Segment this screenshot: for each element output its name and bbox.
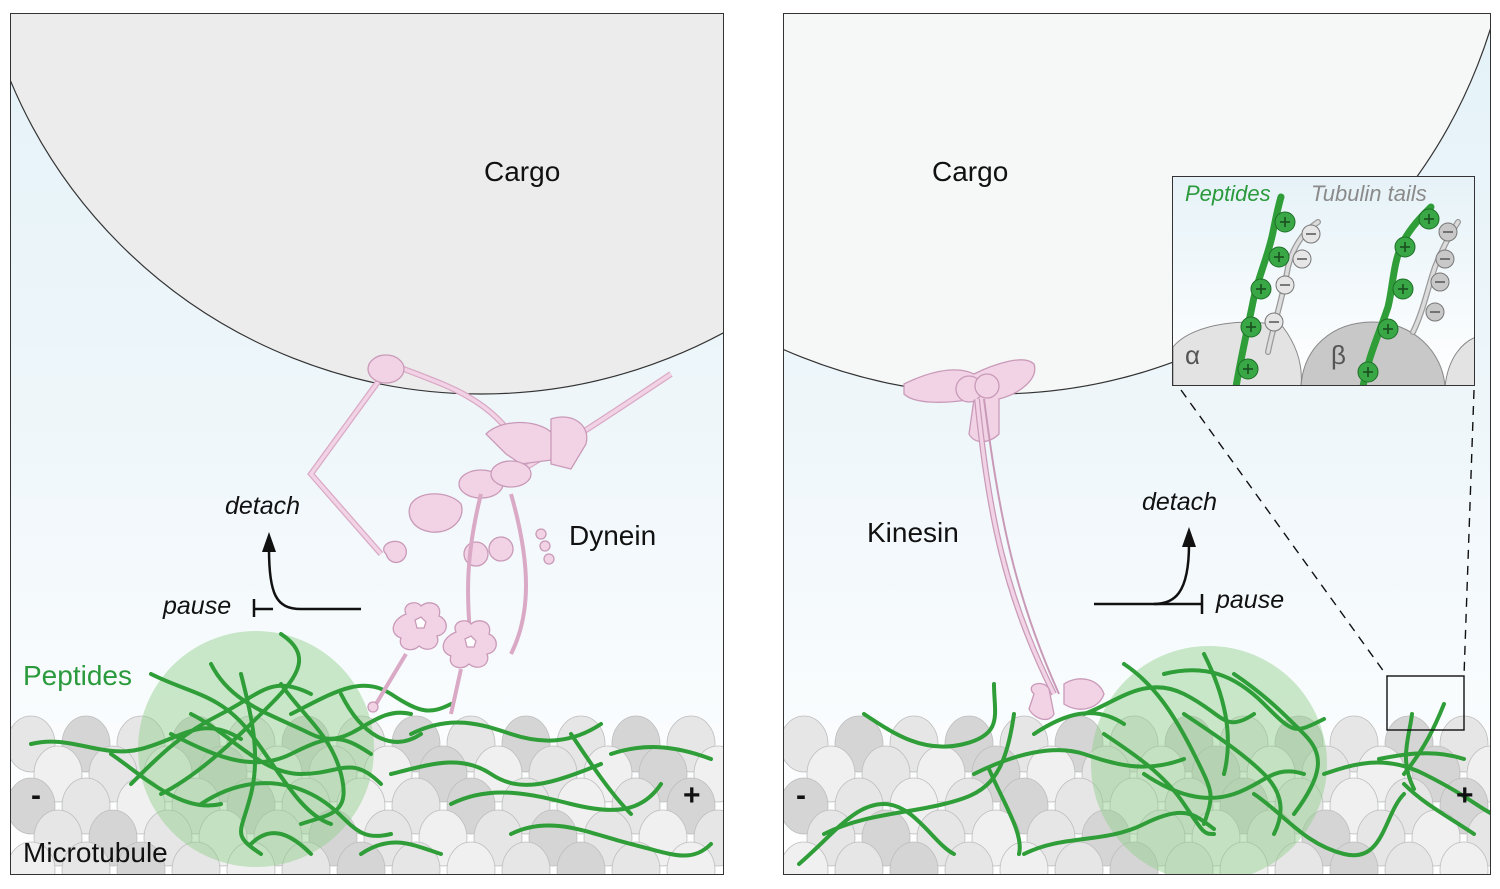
dynein-illustration	[11, 14, 723, 874]
inset-peptides-label: Peptides	[1185, 181, 1271, 206]
microtubule-label: Microtubule	[23, 837, 168, 868]
tubulin-tail-inset: Peptides Tubulin tails α β	[1172, 176, 1475, 386]
minus-end-marker: -	[796, 779, 806, 812]
positive-charge-icons	[1237, 208, 1440, 383]
pause-label: pause	[163, 592, 232, 620]
detach-pause-arrows	[252, 532, 361, 617]
cargo-label: Cargo	[484, 156, 561, 187]
pause-label: pause	[1216, 586, 1285, 614]
minus-end-marker: -	[31, 779, 41, 812]
plus-end-marker: +	[683, 779, 701, 812]
inset-tubulin-tails-label: Tubulin tails	[1311, 181, 1427, 206]
kinesin-label: Kinesin	[867, 517, 959, 548]
cargo-label: Cargo	[932, 156, 1009, 187]
kinesin-panel: Cargo Kinesin detach pause - +	[783, 13, 1491, 875]
microtubule-lattice	[784, 715, 1490, 874]
inset-illustration	[1173, 193, 1474, 385]
dynein-panel: Cargo Dynein detach pause Peptides Micro…	[10, 13, 724, 875]
detach-pause-arrows	[1094, 527, 1204, 614]
plus-end-marker: +	[1456, 779, 1474, 812]
kinesin-motor	[903, 359, 1105, 721]
zoom-region-indicator	[1180, 389, 1475, 731]
detach-label: detach	[225, 492, 301, 520]
detach-label: detach	[1142, 488, 1218, 516]
dynein-motor	[307, 354, 673, 715]
peptide-strands	[797, 652, 1490, 866]
beta-tubulin-label: β	[1331, 340, 1346, 370]
dynein-label: Dynein	[569, 520, 657, 551]
peptide-condensate	[1091, 646, 1327, 874]
negative-charge-icons	[1264, 222, 1458, 332]
detach-arrowhead-icon	[1182, 527, 1196, 547]
peptides-label: Peptides	[23, 660, 132, 691]
detach-arrowhead-icon	[262, 532, 276, 552]
peptide-strands	[29, 632, 713, 858]
alpha-tubulin-label: α	[1185, 340, 1201, 370]
cargo-vesicle	[11, 14, 723, 395]
kinesin-illustration	[784, 14, 1490, 874]
